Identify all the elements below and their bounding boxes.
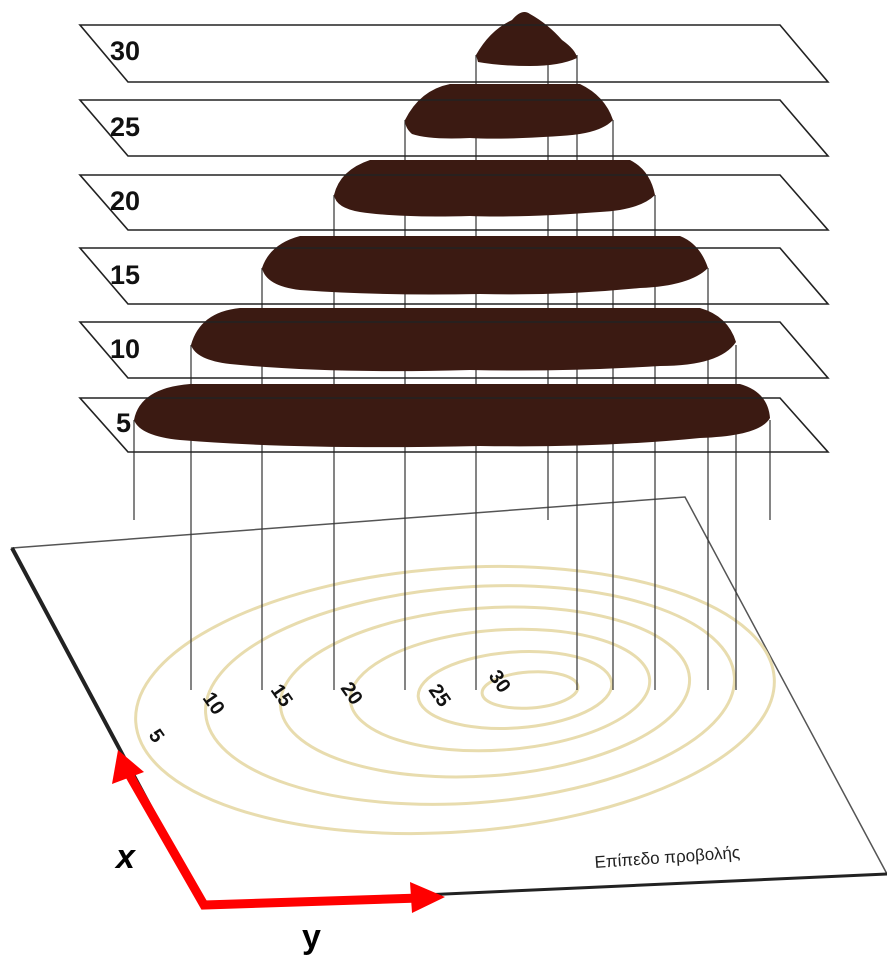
- level-label-20: 20: [110, 186, 140, 216]
- level-label-10: 10: [110, 334, 140, 364]
- terrain-slice-30: [476, 12, 577, 66]
- terrain-slice-15: [262, 236, 708, 295]
- level-label-5: 5: [116, 408, 131, 438]
- terrain-slice-20: [334, 160, 655, 217]
- level-label-30: 30: [110, 36, 140, 66]
- level-plane-30: [80, 25, 828, 82]
- terrain-slice-5: [134, 384, 770, 447]
- terrain-slice-10: [191, 308, 736, 371]
- y-axis-label: y: [302, 918, 321, 956]
- x-axis-label: x: [114, 838, 137, 876]
- level-label-15: 15: [110, 260, 140, 290]
- terrain-slice-25: [405, 84, 613, 139]
- level-label-25: 25: [110, 112, 140, 142]
